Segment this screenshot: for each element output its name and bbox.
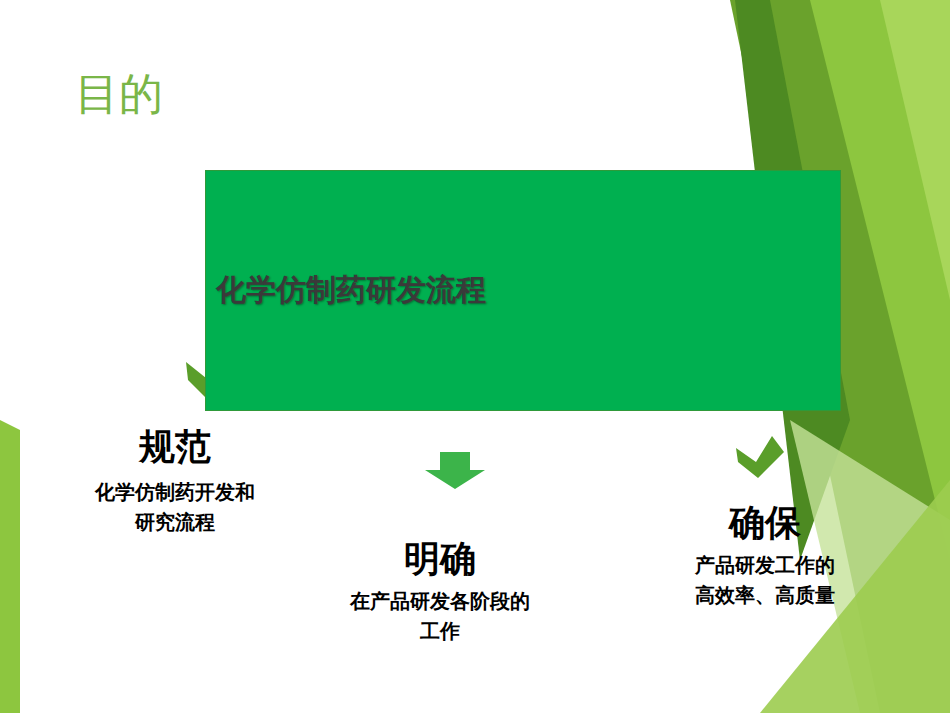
item-heading: 规范 — [45, 426, 305, 467]
item-wrap: 确保 — [635, 502, 895, 543]
deco-band — [0, 420, 20, 713]
item-wrap: 产品研发工作的 高效率、高质量 — [635, 550, 895, 610]
deco-band — [880, 0, 950, 300]
slide-title: 目的 — [75, 70, 163, 118]
item-body: 在产品研发各阶段的 工作 — [340, 586, 540, 646]
item-heading: 确保 — [635, 502, 895, 543]
item-wrap: 明确 — [310, 538, 570, 579]
process-box: 化学仿制药研发流程 — [205, 170, 841, 411]
item-heading: 明确 — [310, 538, 570, 579]
item-body: 化学仿制药开发和 研究流程 — [75, 477, 275, 537]
item-wrap: 化学仿制药开发和 研究流程 — [45, 477, 305, 537]
item-wrap: 在产品研发各阶段的 工作 — [310, 586, 570, 646]
item-wrap: 规范 — [45, 426, 305, 467]
chevron-arrow — [736, 436, 784, 478]
item-body: 产品研发工作的 高效率、高质量 — [665, 550, 865, 610]
down-arrow — [425, 452, 485, 489]
box-label: 化学仿制药研发流程 — [206, 270, 496, 311]
